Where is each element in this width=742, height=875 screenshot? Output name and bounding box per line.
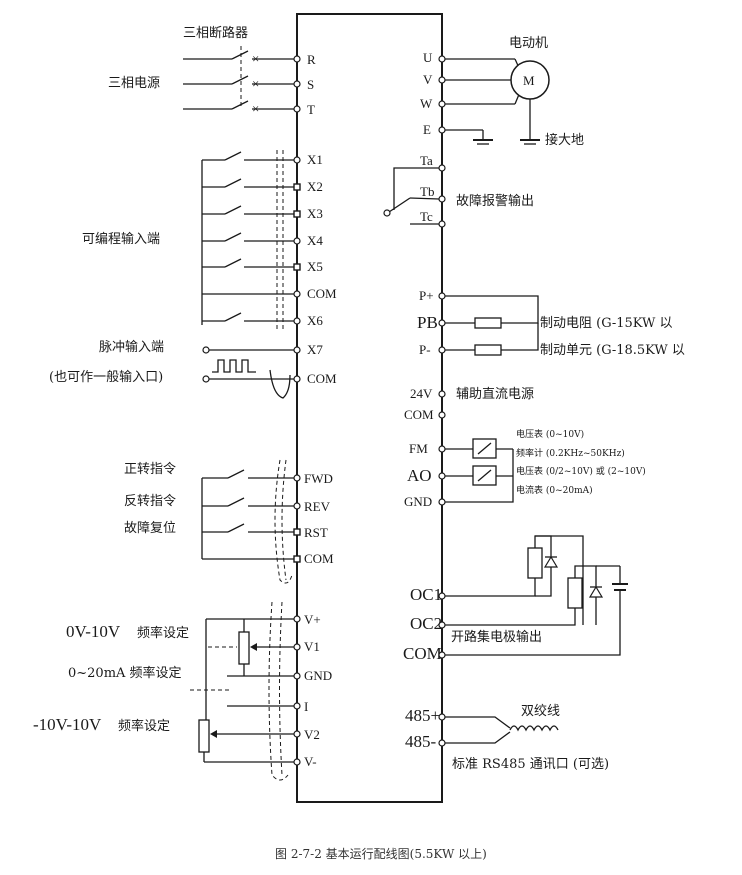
- pin-x5: X5: [307, 259, 323, 274]
- pin-vplus: V+: [304, 612, 321, 627]
- programmable-label: 可编程输入端: [82, 231, 160, 247]
- inverter-box: [296, 13, 443, 803]
- pin-24v: 24V: [410, 386, 433, 401]
- pin-x3: X3: [307, 206, 323, 221]
- pin-rst: RST: [304, 525, 328, 540]
- twisted-label: 双绞线: [521, 703, 560, 719]
- pin-vminus: V-: [304, 754, 317, 769]
- freqmeter-label: 频率计 (0.2KHz~50KHz): [516, 447, 625, 459]
- curr-set-label: 0~20mA 频率设定: [68, 665, 182, 681]
- pin-u: U: [423, 50, 433, 65]
- ammeter-label: 电流表 (0~20mA): [516, 484, 593, 496]
- right-side-labels: 电动机 接大地 故障报警输出 制动电阻 (G-15KW 以 制动单元 (G-18…: [451, 36, 685, 772]
- pin-com3: COM: [304, 551, 334, 566]
- pin-com2: COM: [307, 371, 337, 386]
- pulse-label: 脉冲输入端: [99, 339, 164, 355]
- pin-x4: X4: [307, 233, 323, 248]
- pin-oc2: OC2: [410, 614, 442, 633]
- pin-fm: FM: [409, 441, 428, 456]
- pin-pminus: P-: [419, 342, 431, 357]
- reset-cmd-label: 故障复位: [124, 521, 176, 536]
- power-label: 三相电源: [108, 76, 160, 91]
- pin-ao: AO: [407, 466, 432, 485]
- braking-wiring: [438, 292, 539, 356]
- figure-caption: 图 2-7-2 基本运行配线图(5.5KW 以上): [275, 847, 487, 861]
- rs485-wiring: [438, 713, 559, 747]
- pin-x6: X6: [307, 313, 323, 328]
- pulse-input-wiring: [202, 346, 301, 399]
- ground-label: 接大地: [545, 132, 584, 148]
- pin-tc: Tc: [420, 209, 433, 224]
- fault-relay-wiring: [383, 164, 446, 228]
- pin-gnd: GND: [304, 668, 332, 683]
- motor-label: 电动机: [509, 36, 548, 51]
- general-input-label: (也可作一般输入口): [49, 369, 163, 385]
- pin-485m: 485-: [405, 732, 437, 751]
- aux-dc-label: 辅助直流电源: [456, 387, 534, 402]
- brake-unit-label: 制动单元 (G-18.5KW 以: [540, 343, 685, 358]
- pin-com4: COM: [404, 407, 434, 422]
- pin-tb: Tb: [420, 184, 434, 199]
- svg-text:×: ×: [252, 76, 259, 91]
- pin-t: T: [307, 102, 315, 117]
- pin-pplus: P+: [419, 288, 434, 303]
- bip-set-a: -10V-10V: [33, 715, 102, 734]
- pin-x2: X2: [307, 179, 323, 194]
- pin-com1: COM: [307, 286, 337, 301]
- pin-w: W: [420, 96, 433, 111]
- fwd-cmd-label: 正转指令: [124, 462, 176, 477]
- pin-x7: X7: [307, 342, 323, 357]
- pin-s: S: [307, 77, 314, 92]
- open-collector-wiring: [438, 535, 628, 659]
- pin-com5: COM: [403, 644, 442, 663]
- pin-v2: V2: [304, 727, 320, 742]
- pin-fwd: FWD: [304, 471, 333, 486]
- pin-oc1: OC1: [410, 585, 442, 604]
- bip-set-b: 频率设定: [118, 718, 170, 734]
- voltmeter-label: 电压表 (0~10V): [516, 428, 584, 440]
- left-pin-labels: R S T X1 X2 X3 X4 X5 COM X6 X7 COM FWD R…: [304, 52, 337, 769]
- svg-text:×: ×: [252, 101, 259, 116]
- pin-i: I: [304, 699, 308, 714]
- pin-v: V: [423, 72, 433, 87]
- pin-r: R: [307, 52, 316, 67]
- aux-dc-wiring: [438, 390, 446, 419]
- motor-wiring: M: [438, 55, 550, 145]
- pin-485p: 485+: [405, 706, 440, 725]
- pin-pb: PB: [417, 313, 438, 332]
- rs485-label: 标准 RS485 通讯口 (可选): [452, 757, 609, 772]
- volt-set-b: 频率设定: [137, 625, 189, 641]
- pin-rev: REV: [304, 499, 331, 514]
- pin-e: E: [423, 122, 431, 137]
- open-collector-label: 开路集电极输出: [451, 629, 542, 645]
- breaker-label: 三相断路器: [183, 25, 248, 41]
- analog-input-wiring: [190, 601, 301, 781]
- command-input-wiring: [201, 459, 301, 584]
- brake-res-label: 制动电阻 (G-15KW 以: [540, 316, 673, 331]
- voltmeter2-label: 电压表 (0/2~10V) 或 (2~10V): [516, 465, 646, 477]
- pin-v1: V1: [304, 639, 320, 654]
- right-pin-labels: U V W E Ta Tb Tc P+ PB P- 24V COM FM AO …: [403, 50, 442, 751]
- meter-wiring: [438, 438, 514, 506]
- pin-ta: Ta: [420, 153, 433, 168]
- volt-set-a: 0V-10V: [66, 622, 121, 641]
- fault-label: 故障报警输出: [456, 193, 534, 209]
- programmable-input-wiring: [201, 150, 301, 330]
- rev-cmd-label: 反转指令: [124, 494, 176, 509]
- power-input-wiring: × × ×: [183, 46, 301, 116]
- svg-text:×: ×: [252, 51, 259, 66]
- left-side-labels: 三相断路器 三相电源 可编程输入端 脉冲输入端 (也可作一般输入口) 正转指令 …: [33, 25, 248, 734]
- motor-symbol: M: [523, 73, 535, 88]
- pin-gnd2: GND: [404, 494, 432, 509]
- pin-x1: X1: [307, 152, 323, 167]
